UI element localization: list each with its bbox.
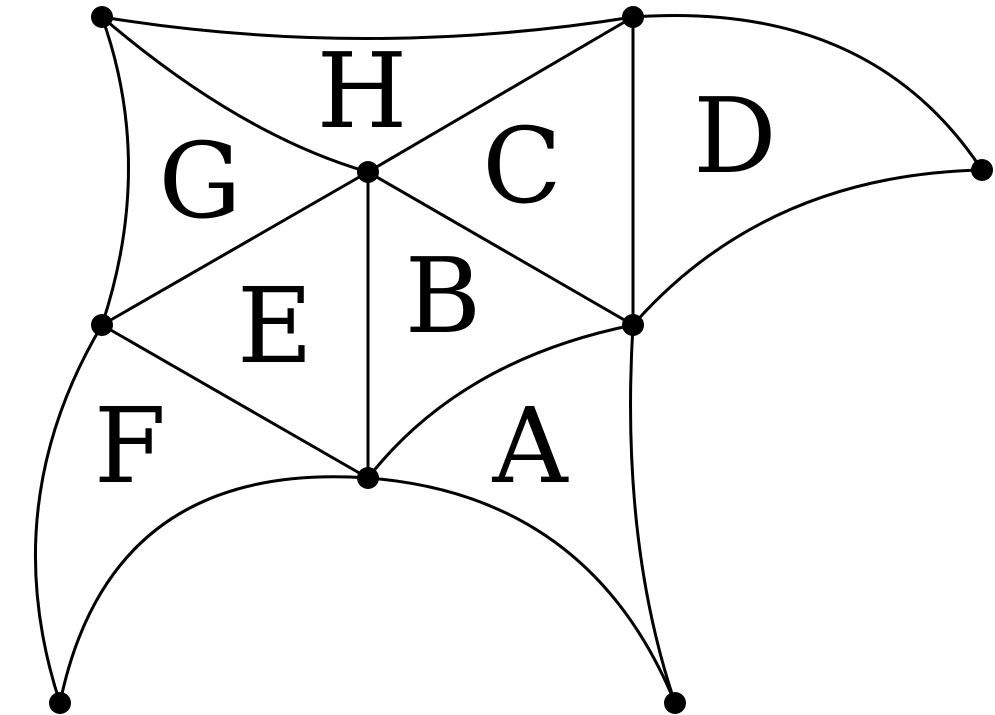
- region-label-h: H: [317, 30, 408, 152]
- region-label-b: B: [405, 235, 481, 357]
- edge-lm-bc: [100, 323, 370, 480]
- edge-tl-center: [100, 15, 370, 174]
- edge-bottom-left-arch: [58, 475, 370, 705]
- vertex-top-left: [91, 6, 113, 28]
- vertex-left-middle: [91, 314, 113, 336]
- vertices: [49, 6, 993, 714]
- edges: [33, 13, 984, 705]
- region-labels: H G C D B E F A: [94, 30, 777, 507]
- edge-left-lower-outer: [33, 323, 104, 705]
- edge-bottom-right-arch: [366, 476, 677, 705]
- vertex-center: [357, 161, 379, 183]
- edge-inner-arch: [366, 323, 635, 480]
- region-label-a: A: [491, 385, 569, 507]
- edge-top-outer: [100, 15, 635, 40]
- edge-d-lower: [631, 168, 984, 327]
- edge-center-tr: [366, 15, 635, 174]
- vertex-far-right: [971, 159, 993, 181]
- vertex-bottom-right: [664, 692, 686, 714]
- region-label-g: G: [158, 120, 241, 242]
- edge-right-lower: [629, 323, 677, 705]
- edge-center-lm: [100, 170, 370, 327]
- edge-left-upper-outer: [100, 15, 130, 327]
- region-label-e: E: [237, 265, 313, 387]
- region-label-f: F: [94, 385, 166, 507]
- vertex-right-middle: [622, 314, 644, 336]
- region-label-c: C: [482, 105, 562, 227]
- vertex-bottom-left: [49, 692, 71, 714]
- edge-d-upper: [631, 13, 984, 172]
- region-label-d: D: [693, 75, 776, 197]
- edge-center-rm: [366, 170, 635, 327]
- vertex-bottom-center: [357, 467, 379, 489]
- vertex-top-right: [622, 6, 644, 28]
